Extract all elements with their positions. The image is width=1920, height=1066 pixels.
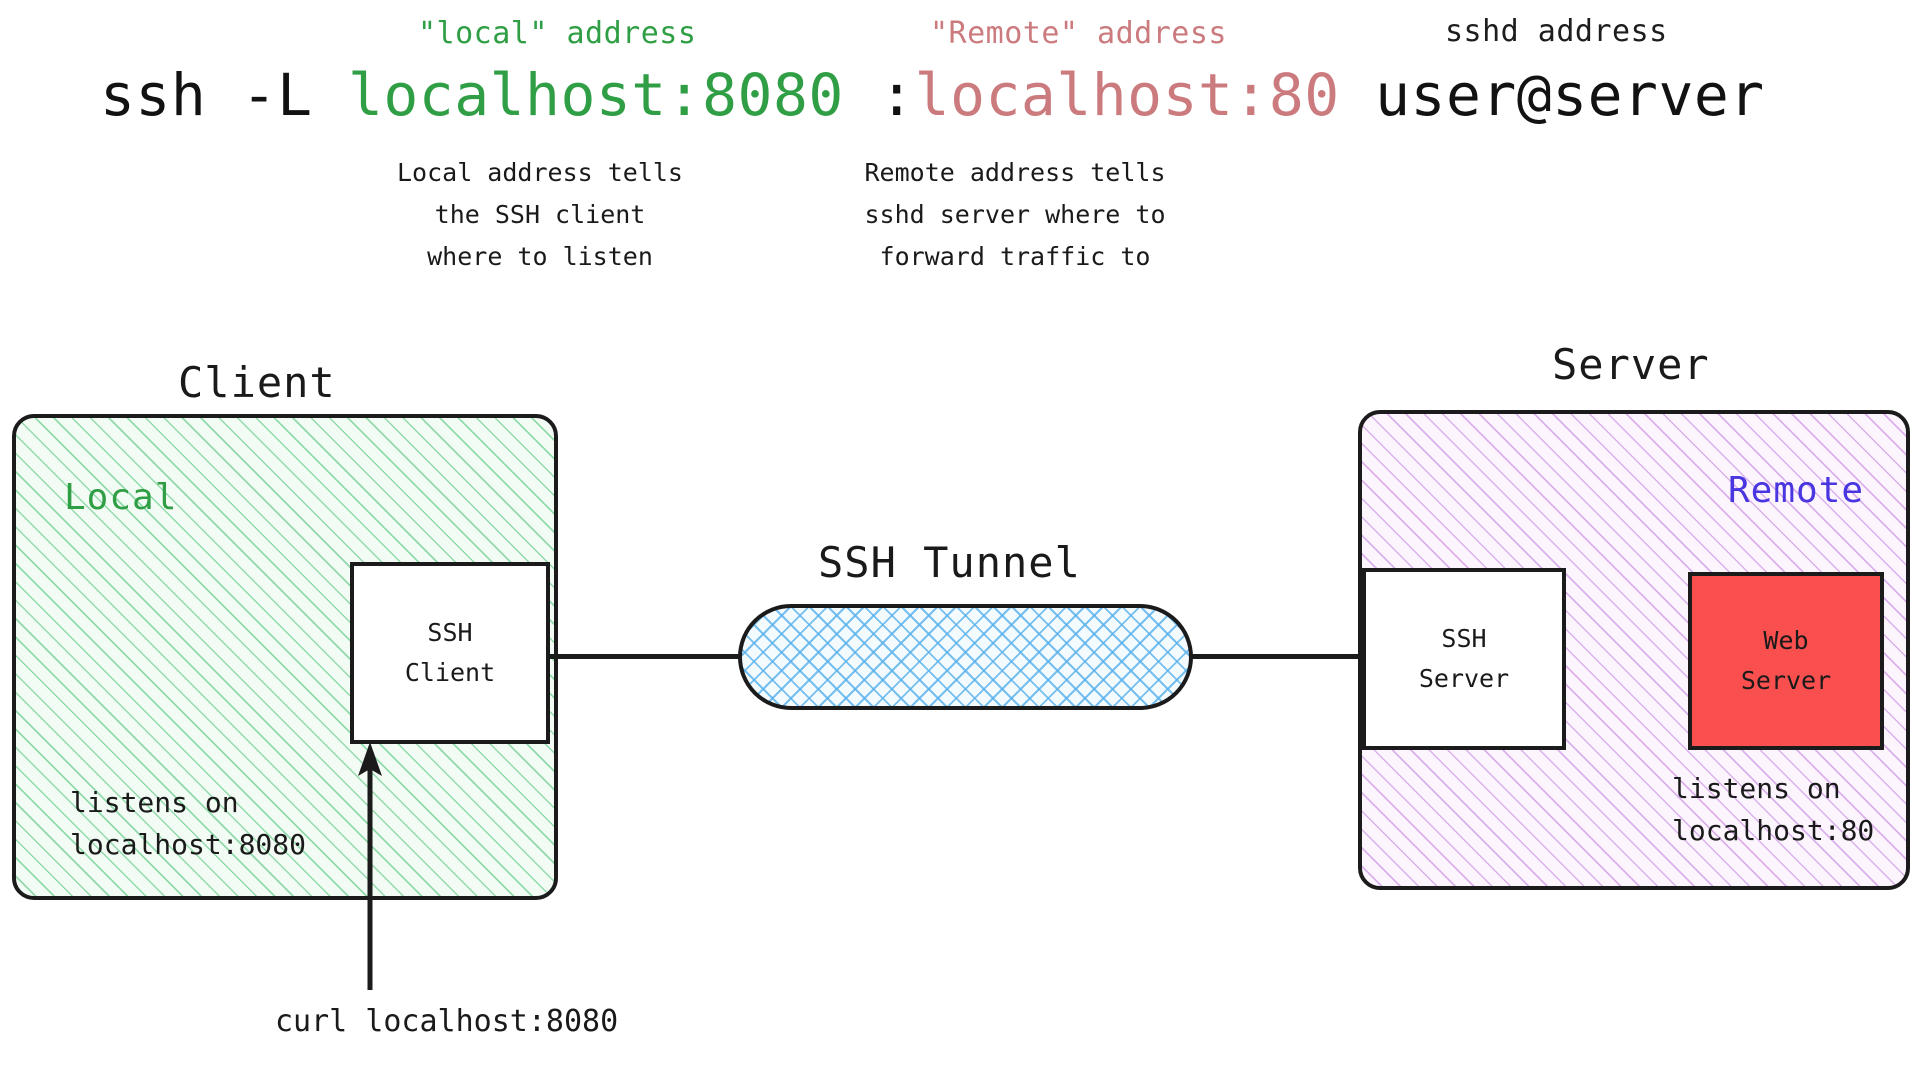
- command-token-colon: :: [843, 61, 915, 129]
- command-token-ssh-flag: ssh -L: [100, 61, 348, 129]
- command-token-local-address: localhost:8080: [347, 61, 844, 129]
- local-zone-tag: Local: [64, 477, 178, 518]
- curl-command-label: curl localhost:8080: [275, 1004, 619, 1039]
- web-server-node[interactable]: Web Server: [1688, 572, 1884, 750]
- ssh-server-node-line2: Server: [1418, 664, 1510, 693]
- command-token-user-at-server: user@server: [1339, 61, 1765, 129]
- server-zone-title: Server: [1552, 340, 1710, 389]
- client-to-tunnel-link: [546, 654, 746, 659]
- remote-zone-tag: Remote: [1728, 470, 1865, 511]
- curl-arrow-icon: [358, 742, 382, 990]
- web-server-node-line2: Server: [1740, 666, 1832, 695]
- ssh-client-node[interactable]: SSH Client: [350, 562, 550, 744]
- ssh-tunnel-shape: [738, 604, 1193, 710]
- ssh-client-node-line2: Client: [404, 658, 496, 687]
- local-address-explanation: Local address tells the SSH client where…: [397, 158, 683, 271]
- remote-address-caption: "Remote" address: [930, 16, 1227, 51]
- ssh-server-node-line1: SSH: [1441, 624, 1487, 653]
- sshd-address-caption: sshd address: [1445, 14, 1668, 49]
- client-listen-note: listens on localhost:8080: [70, 786, 307, 861]
- remote-address-explanation: Remote address tells sshd server where t…: [864, 158, 1166, 271]
- ssh-client-node-line1: SSH: [427, 618, 473, 647]
- ssh-command-line: ssh -L localhost:8080 :localhost:80 user…: [100, 62, 1765, 128]
- server-listen-note: listens on localhost:80: [1672, 772, 1875, 847]
- ssh-tunnel-title: SSH Tunnel: [818, 538, 1081, 587]
- ssh-server-node[interactable]: SSH Server: [1362, 568, 1566, 750]
- tunnel-to-server-link: [1186, 654, 1370, 659]
- web-server-node-line1: Web: [1763, 626, 1809, 655]
- local-address-caption: "local" address: [418, 16, 697, 51]
- command-token-remote-address: localhost:80: [914, 61, 1340, 129]
- client-zone-title: Client: [178, 358, 336, 407]
